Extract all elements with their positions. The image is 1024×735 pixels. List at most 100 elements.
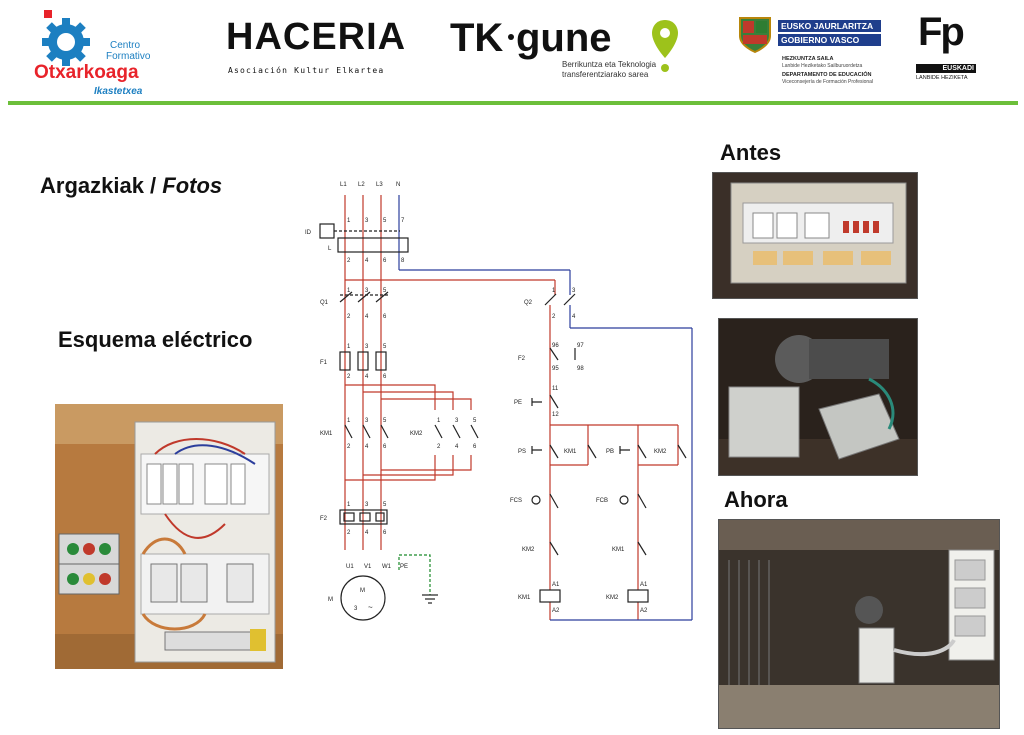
term-label: 95 — [552, 366, 559, 372]
motor-inner-label: 3 — [354, 606, 358, 612]
km2-coil-symbol — [627, 589, 649, 603]
km1-aux-symbol — [587, 444, 597, 459]
logo3-name-left: TK — [450, 16, 504, 60]
after-photo — [718, 519, 1000, 729]
coil2-label: KM2 — [606, 595, 619, 601]
term-label: 96 — [552, 343, 559, 349]
motor-label: M — [328, 597, 333, 603]
km2-aux-label: KM2 — [654, 449, 667, 455]
f2-label: F2 — [320, 516, 328, 522]
term-label: 4 — [365, 530, 369, 536]
header-logos-bar: Centro Formativo Otxarkoaga Ikastetxea H… — [0, 0, 1024, 106]
logo2-name: HACERIA — [226, 16, 407, 58]
term-label: 4 — [572, 314, 576, 320]
motor-before-photo — [718, 318, 918, 476]
term-label: 5 — [383, 288, 387, 294]
electrical-panel-photo — [55, 404, 283, 669]
term-label: 2 — [552, 314, 556, 320]
gobierno-vasco-logo: EUSKO JAURLARITZA GOBIERNO VASCO HEZKUNT… — [738, 14, 888, 94]
coil-term-label: A1 — [552, 582, 560, 588]
l-label: L — [328, 246, 332, 252]
motor-term-label: PE — [400, 564, 408, 570]
logo2-sub: Asociación Kultur Elkartea — [228, 66, 385, 75]
q2-breaker-symbol — [544, 293, 576, 306]
before-panel-image — [713, 173, 917, 298]
electrical-panel-image — [55, 404, 283, 669]
ps-button-symbol — [531, 444, 559, 459]
phase-label: L3 — [376, 182, 383, 188]
term-label: 2 — [347, 374, 351, 380]
term-label: 1 — [437, 418, 441, 424]
logo3-name-right: gune — [516, 16, 612, 60]
term-label: 2 — [347, 530, 351, 536]
photos-heading-basque: Argazkiak / — [40, 173, 163, 198]
earth-symbol — [422, 594, 438, 604]
fp-euskadi-logo: Fp EUSKADI LANBIDE HEZIKETA — [912, 10, 982, 90]
before-photo — [712, 172, 918, 299]
id-breaker-symbol — [319, 223, 335, 239]
term-label: 1 — [347, 344, 351, 350]
motor-term-label: W1 — [382, 564, 392, 570]
term-label: 5 — [383, 418, 387, 424]
phase-label: N — [396, 182, 400, 188]
photos-heading: Argazkiak / Fotos — [40, 173, 222, 199]
term-label: 1 — [347, 502, 351, 508]
phase-label: L1 — [340, 182, 347, 188]
term-label: 5 — [473, 418, 477, 424]
term-label: 6 — [473, 444, 477, 450]
motor-symbol — [340, 575, 386, 621]
gear-icon — [42, 18, 90, 66]
logo5-band: EUSKADI — [916, 64, 976, 73]
fcb-label: FCB — [596, 498, 608, 504]
q1-label: Q1 — [320, 300, 329, 306]
logo4-dept2b: Viceconsejería de Formación Profesional — [782, 79, 874, 85]
term-label: 8 — [401, 258, 405, 264]
km2-aux-symbol — [677, 444, 687, 459]
tkgune-logo: TK gune Berrikuntza eta Teknologia trans… — [450, 16, 690, 86]
motor-inner-label: M — [360, 588, 365, 594]
term-label: 5 — [383, 502, 387, 508]
term-label: 1 — [552, 288, 556, 294]
term-label: 2 — [347, 314, 351, 320]
id-label: ID — [305, 230, 312, 236]
haceria-logo: HACERIA Asociación Kultur Elkartea — [226, 16, 405, 86]
q1-breaker-symbol — [339, 291, 390, 303]
logo5-mark: Fp — [918, 10, 965, 54]
coil-term-label: A1 — [640, 582, 648, 588]
pe-button-symbol — [531, 394, 559, 409]
term-label: 6 — [383, 314, 387, 320]
term-label: 11 — [552, 386, 559, 392]
header-green-rule — [8, 101, 1018, 105]
term-label: 4 — [365, 374, 369, 380]
ps-label: PS — [518, 449, 526, 455]
term-label: 4 — [365, 444, 369, 450]
electrical-schematic: L1 L2 L3 N 1 3 5 7 ID L 2 4 6 8 Q1 1 3 5… — [305, 182, 693, 621]
after-heading: Ahora — [724, 487, 788, 512]
fcb-limit-symbol — [619, 495, 629, 505]
term-label: 6 — [383, 530, 387, 536]
term-label: 98 — [577, 366, 584, 372]
term-label: 12 — [552, 412, 559, 418]
photos-heading-spanish: Fotos — [162, 173, 223, 198]
motor-inner-label: ~ — [368, 603, 373, 612]
f2-aux-label: F2 — [518, 356, 526, 362]
term-label: 3 — [365, 288, 369, 294]
km1-contacts-symbol — [344, 424, 389, 439]
term-label: 4 — [365, 258, 369, 264]
term-label: 3 — [365, 502, 369, 508]
term-label: 3 — [365, 418, 369, 424]
motor-image — [719, 319, 917, 475]
term-label: 2 — [437, 444, 441, 450]
motor-term-label: U1 — [346, 564, 354, 570]
logo4-line2: GOBIERNO VASCO — [778, 34, 881, 46]
km2-contacts-symbol — [434, 424, 479, 439]
logo1-line2: Formativo — [106, 51, 151, 62]
logo1-sub: Ikastetxea — [94, 86, 143, 97]
km1-coil-symbol — [539, 589, 561, 603]
term-label: 7 — [401, 218, 405, 224]
term-label: 3 — [572, 288, 576, 294]
km1-interlock-label: KM1 — [612, 547, 625, 553]
logo3-sub2: transferentziarako sarea — [562, 70, 649, 79]
term-label: 6 — [383, 444, 387, 450]
term-label: 4 — [455, 444, 459, 450]
